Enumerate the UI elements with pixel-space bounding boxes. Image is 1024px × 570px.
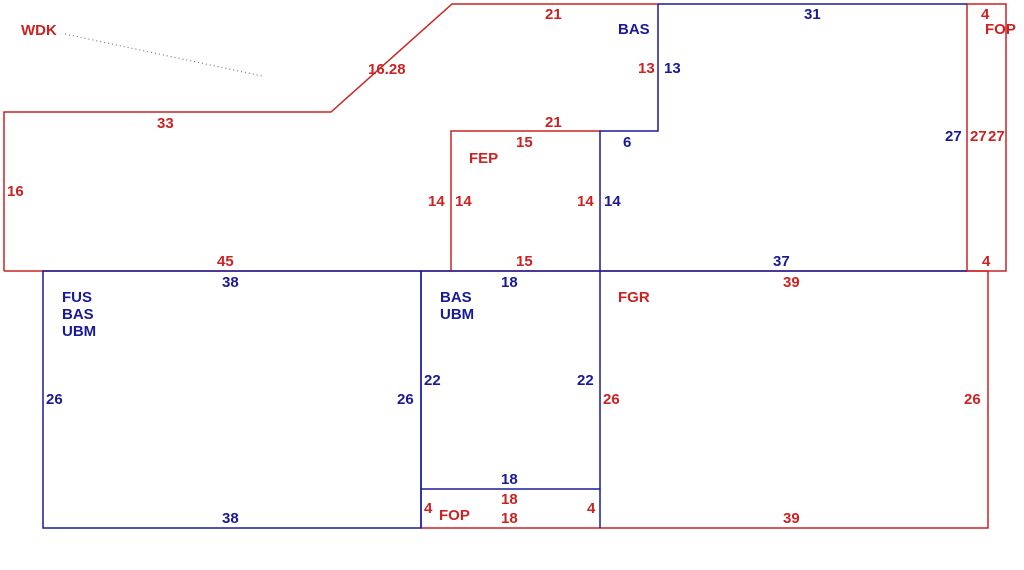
area-label-fop-bottom: FOP xyxy=(439,507,470,524)
dim-top-roof: 21 xyxy=(545,6,562,23)
dim-mid-top: 18 xyxy=(501,274,518,291)
dim-bas-bottom: 37 xyxy=(773,253,790,270)
dim-fus-top: 38 xyxy=(222,274,239,291)
dim-left-upper-height: 16 xyxy=(7,183,24,200)
dim-fop-bottom-right-width: 4 xyxy=(982,253,991,270)
area-labels: WDK BAS FOP FEP FUS BAS UBM BAS UBM FGR … xyxy=(21,21,1016,524)
dim-right-27-red-b: 27 xyxy=(988,128,1005,145)
dim-top-bas: 31 xyxy=(804,6,821,23)
dim-fop-top-width: 4 xyxy=(981,6,990,23)
dim-mid-bottom: 18 xyxy=(501,471,518,488)
dim-left-upper-width: 33 xyxy=(157,115,174,132)
dim-fgr-bottom: 39 xyxy=(783,510,800,527)
area-label-fgr: FGR xyxy=(618,289,650,306)
fep-outline xyxy=(450,130,600,271)
dimension-labels: 21 31 4 16.28 13 13 33 16 21 15 6 27 27 … xyxy=(7,6,1005,527)
dim-mid-right: 22 xyxy=(577,372,594,389)
dim-fgr-top: 39 xyxy=(783,274,800,291)
dim-fus-left: 26 xyxy=(46,391,63,408)
dim-fop-left: 4 xyxy=(424,500,433,517)
dim-fop-bottom-edge: 18 xyxy=(501,510,518,527)
area-label-fus-3: UBM xyxy=(62,323,96,340)
dim-fus-bottom: 38 xyxy=(222,510,239,527)
wdk-leader xyxy=(64,33,263,77)
dim-fep-right-red: 14 xyxy=(577,193,594,210)
dim-fep-right-blue: 14 xyxy=(604,193,621,210)
area-label-wdk: WDK xyxy=(21,22,57,39)
dim-right-27-blue: 27 xyxy=(945,128,962,145)
area-label-fep: FEP xyxy=(469,150,498,167)
area-label-bas-top: BAS xyxy=(618,21,650,38)
dim-diagonal: 16.28 xyxy=(368,61,406,78)
dim-left-bottom-red: 45 xyxy=(217,253,234,270)
dim-fep-top-inner: 15 xyxy=(516,134,533,151)
fgr-outline xyxy=(600,270,989,529)
dim-bas-ledge: 6 xyxy=(623,134,631,151)
dim-bas-step-red: 13 xyxy=(638,60,655,77)
bas-step-outline xyxy=(599,4,967,272)
dim-fep-left-outer: 14 xyxy=(428,193,445,210)
dim-fgr-right: 26 xyxy=(964,391,981,408)
dim-fus-right: 26 xyxy=(397,391,414,408)
area-label-fus-2: BAS xyxy=(62,306,94,323)
dim-fgr-left: 26 xyxy=(603,391,620,408)
dim-fep-top-outer: 21 xyxy=(545,114,562,131)
area-label-bas-mid-1: BAS xyxy=(440,289,472,306)
area-label-bas-mid-2: UBM xyxy=(440,306,474,323)
dim-fep-left-inner: 14 xyxy=(455,193,472,210)
dim-fop-top-edge: 18 xyxy=(501,491,518,508)
dim-fep-bottom: 15 xyxy=(516,253,533,270)
fus-outline xyxy=(42,270,422,529)
dim-mid-left: 22 xyxy=(424,372,441,389)
blue-outlines xyxy=(42,3,967,529)
area-label-fop-top: FOP xyxy=(985,21,1016,38)
bas-mid-outline xyxy=(420,270,601,490)
area-label-fus-1: FUS xyxy=(62,289,92,306)
dim-fop-right: 4 xyxy=(587,500,596,517)
dim-bas-step-blue: 13 xyxy=(664,60,681,77)
dim-right-27-red-a: 27 xyxy=(970,128,987,145)
upper-outline xyxy=(3,3,658,271)
red-outlines xyxy=(3,3,1007,529)
